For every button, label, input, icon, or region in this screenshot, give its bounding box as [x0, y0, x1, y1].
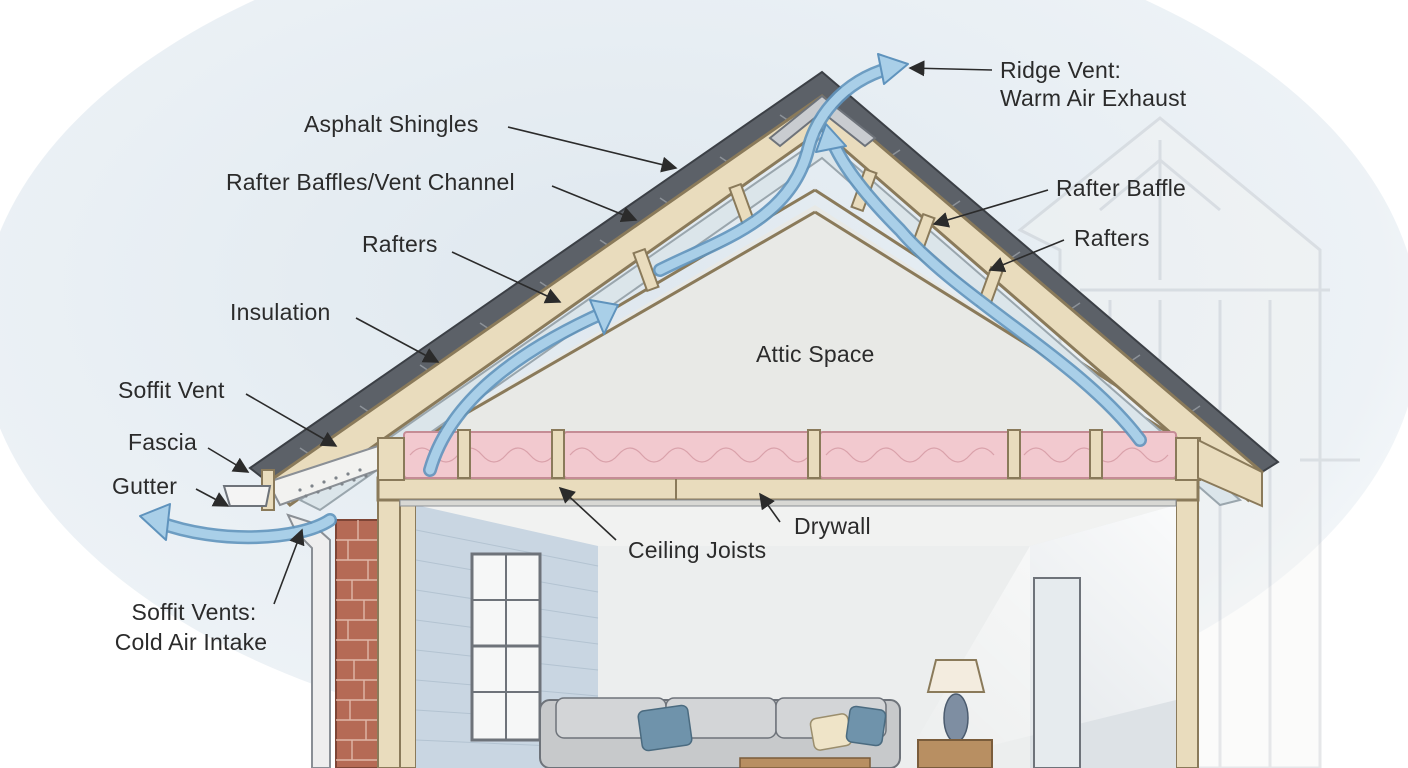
window: [470, 552, 542, 742]
side-table: [917, 739, 993, 768]
attic-space-label: Attic Space: [756, 341, 875, 367]
top-plate-left: [377, 437, 405, 481]
leader-fascia: [207, 447, 250, 473]
left-wall-inner-stud: [399, 499, 417, 768]
airflow-arrows: [139, 53, 1147, 545]
soffit-vent-holes: [298, 468, 368, 498]
fascia-label: Fascia: [128, 429, 197, 455]
soffit-vents-label-line2: Cold Air Intake: [114, 629, 268, 655]
leader-drywall: [759, 492, 781, 523]
ceiling-joists-label: Ceiling Joists: [628, 537, 767, 563]
sofa: [539, 697, 901, 768]
leader-rafters-left: [451, 251, 562, 304]
gutter-label: Gutter: [112, 473, 178, 499]
leader-soffit-vents: [273, 528, 305, 605]
brick-mortar: [336, 520, 380, 761]
leader-soffit-vent: [245, 393, 338, 447]
gutter: [222, 485, 272, 507]
leader-asphalt-shingles: [507, 126, 678, 173]
leader-insulation: [355, 317, 440, 363]
joist-posts: [457, 429, 1103, 479]
doorway: [1033, 577, 1081, 768]
soffit-vent-label: Soffit Vent: [118, 377, 225, 403]
leader-rafters-right: [988, 239, 1065, 273]
insulation-batts: [403, 431, 1177, 479]
leader-gutter: [195, 488, 230, 507]
drywall-label: Drywall: [794, 513, 871, 539]
asphalt-shingles-label: Asphalt Shingles: [304, 111, 479, 137]
coffee-table: [739, 757, 871, 768]
brick-wall: [335, 519, 381, 768]
leader-rafter-baffle-right: [932, 189, 1049, 228]
ridge-vent-label-line2: Warm Air Exhaust: [1000, 85, 1187, 111]
insulation-label: Insulation: [230, 299, 331, 325]
drywall-layer: [399, 499, 1177, 507]
rafters-right-label: Rafters: [1074, 225, 1150, 251]
ceiling-joist-beam: [376, 476, 1200, 502]
airflow-exhaust-head: [877, 53, 909, 85]
right-eave: [1197, 438, 1263, 508]
leader-lines: [195, 60, 1065, 605]
leader-ridge-vent: [908, 60, 993, 77]
ridge-vent-label-line1: Ridge Vent:: [1000, 57, 1122, 83]
soffit-vents-label-line1: Soffit Vents:: [131, 599, 257, 625]
leader-rafter-baffles: [551, 185, 638, 223]
lamp: [926, 659, 986, 743]
attic-space-area: [415, 205, 1180, 440]
rafter-baffles-label: Rafter Baffles/Vent Channel: [226, 169, 515, 195]
top-plate-right: [1175, 437, 1201, 481]
leader-ceiling-joists-left: [558, 486, 617, 541]
airflow-intake-head: [139, 503, 171, 541]
rafters-left-label: Rafters: [362, 231, 438, 257]
rafter-baffle-right-label: Rafter Baffle: [1056, 175, 1187, 201]
